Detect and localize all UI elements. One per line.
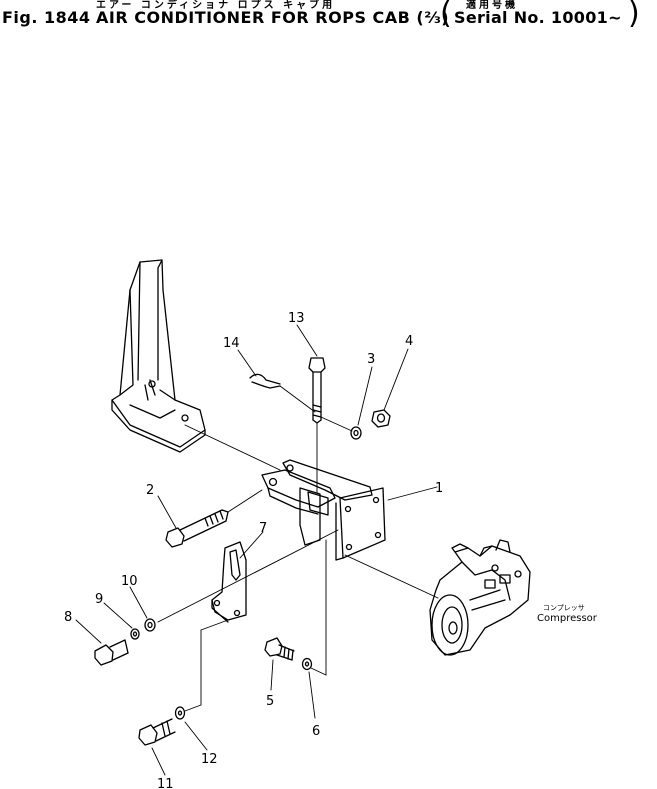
compressor — [429, 539, 531, 656]
serial-range: ( 適用号機 Serial No. 10001~ ) — [440, 0, 640, 31]
leader-lines — [75, 324, 438, 776]
callout-13: 13 — [288, 311, 305, 326]
header: エアー コンディショナ ロプス キャブ用 Fig. 1844 AIR CONDI… — [0, 0, 657, 40]
compressor-label: Compressor — [537, 613, 598, 624]
callout-2: 2 — [146, 483, 154, 498]
figure-title: AIR CONDITIONER FOR ROPS CAB (⅔) — [96, 8, 450, 27]
callout-6: 6 — [312, 724, 320, 739]
plate-bracket-7 — [211, 541, 247, 623]
washer-12 — [174, 706, 186, 720]
callout-1: 1 — [435, 481, 443, 496]
callout-7: 7 — [259, 521, 267, 536]
main-bracket — [261, 459, 386, 561]
callout-12: 12 — [201, 752, 218, 767]
bolt-5 — [264, 637, 295, 661]
bolt-13 — [308, 357, 326, 424]
callout-14: 14 — [223, 336, 240, 351]
right-paren: ) — [628, 0, 640, 31]
callout-8: 8 — [64, 610, 72, 625]
callout-3: 3 — [367, 352, 375, 367]
callout-11: 11 — [157, 777, 174, 789]
callout-4: 4 — [405, 334, 413, 349]
cotter-pin-14 — [249, 373, 281, 389]
left-paren: ( — [440, 0, 452, 31]
bolt-11 — [138, 718, 176, 746]
washer-3 — [350, 426, 362, 440]
callout-9: 9 — [95, 592, 103, 607]
bolt-2 — [165, 509, 229, 548]
washer-10 — [144, 618, 156, 632]
nut-4 — [371, 409, 391, 428]
callout-10: 10 — [121, 574, 138, 589]
title-kana: エアー コンディショナ ロプス キャブ用 — [96, 0, 336, 11]
figure-label: Fig. 1844 — [2, 8, 91, 27]
serial-kana: 適用号機 — [466, 0, 518, 11]
washer-9 — [130, 628, 140, 640]
callout-5: 5 — [266, 694, 274, 709]
compressor-label-kana: コンプレッサ — [543, 604, 585, 612]
serial-number: Serial No. 10001~ — [454, 8, 622, 27]
washer-6 — [301, 657, 313, 671]
bolt-8 — [94, 639, 129, 666]
assembly-lines — [157, 385, 439, 712]
upright-bracket — [111, 259, 206, 453]
